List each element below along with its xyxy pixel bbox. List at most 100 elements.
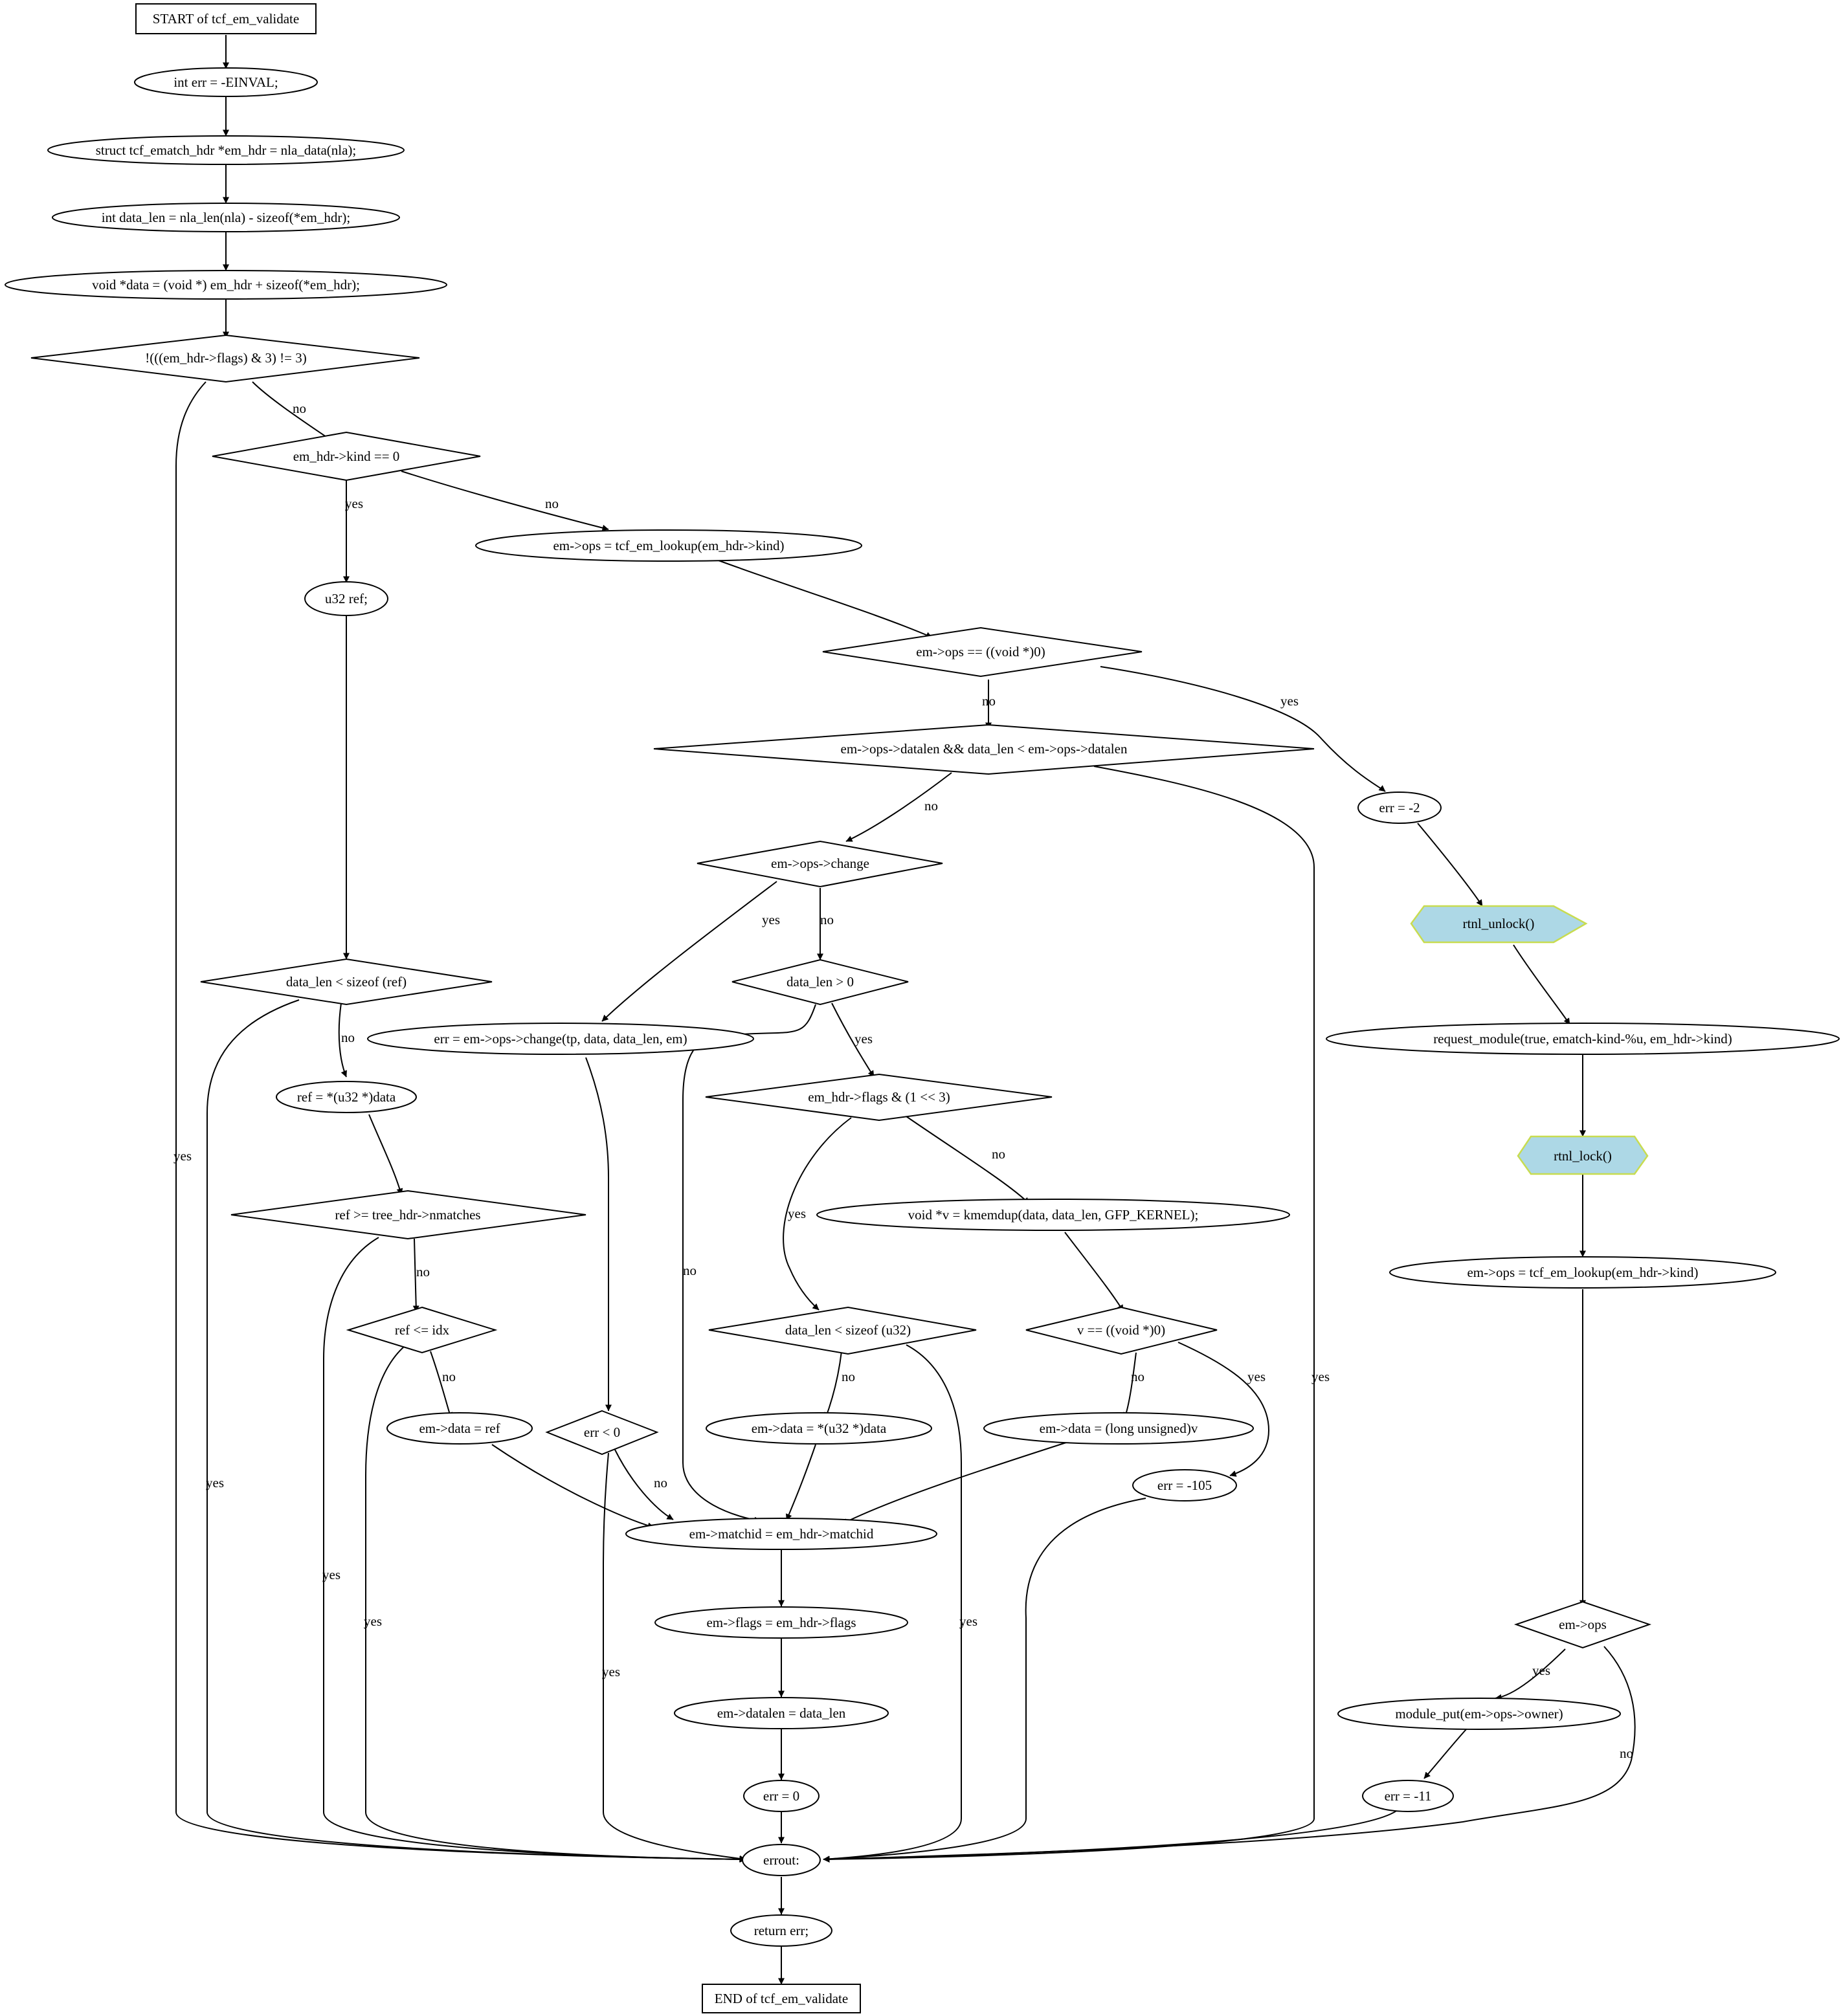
nodes: START of tcf_em_validate int err = -EINV…: [5, 3, 1840, 2013]
node-u32-ref-label: u32 ref;: [325, 591, 368, 606]
edge-flagbit-no: [906, 1116, 1030, 1204]
decision-err-negative-label: err < 0: [584, 1424, 620, 1440]
edge-flagbit-yes: [783, 1117, 852, 1311]
edge-lookup1-to-opsnull: [718, 560, 933, 638]
edge-emops-no: [823, 1646, 1636, 1863]
decision-flag-bit-label: em_hdr->flags & (1 << 3): [808, 1089, 950, 1105]
edge-label-refmatch-no: no: [416, 1264, 430, 1279]
node-data-len: int data_len = nla_len(nla) - sizeof(*em…: [52, 203, 400, 232]
edge-lenpos-yes: [831, 1002, 875, 1078]
node-err-11: err = -11: [1362, 1780, 1454, 1812]
node-kmemdup: void *v = kmemdup(data, data_len, GFP_KE…: [816, 1199, 1290, 1231]
edge-refsize-yes: [206, 999, 746, 1863]
decision-ref-size: data_len < sizeof (ref): [200, 958, 493, 1006]
node-em-datalen-label: em->datalen = data_len: [717, 1705, 846, 1721]
node-data-len-label: int data_len = nla_len(nla) - sizeof(*em…: [102, 210, 350, 225]
edge-label-errlt-no: no: [654, 1475, 667, 1490]
edge-label-vnull-no: no: [1131, 1369, 1144, 1384]
node-rtnl-lock-label: rtnl_lock(): [1554, 1148, 1612, 1164]
decision-ref-size-label: data_len < sizeof (ref): [286, 974, 407, 990]
decision-ops-null: em->ops == ((void *)0): [822, 626, 1143, 678]
edge-label-refsize-yes: yes: [206, 1475, 224, 1490]
edge-label-lenpos-no: no: [683, 1263, 697, 1278]
edge-errchange-to-errlt: [585, 1057, 612, 1412]
node-em-flags-label: em->flags = em_hdr->flags: [706, 1615, 856, 1630]
node-data-u32-label: em->data = *(u32 *)data: [752, 1421, 887, 1436]
node-err-11-label: err = -11: [1385, 1788, 1432, 1804]
node-lookup-2-label: em->ops = tcf_em_lookup(em_hdr->kind): [1467, 1265, 1698, 1280]
node-module-put-label: module_put(em->ops->owner): [1395, 1706, 1563, 1722]
edge-refidx-yes: [365, 1346, 746, 1863]
node-err-change: err = em->ops->change(tp, data, data_len…: [367, 1023, 754, 1055]
edge-label-emops-no: no: [1620, 1745, 1633, 1761]
node-rtnl-lock: rtnl_lock(): [1517, 1135, 1649, 1175]
node-data-ref: em->data = ref: [386, 1412, 533, 1445]
start-node-label: START of tcf_em_validate: [153, 11, 299, 27]
decision-ref-idx: ref <= idx: [346, 1306, 498, 1354]
edge-label-emops-yes: yes: [1532, 1663, 1550, 1678]
edge-label-refidx-no: no: [442, 1369, 456, 1384]
node-lookup-1-label: em->ops = tcf_em_lookup(em_hdr->kind): [553, 538, 784, 553]
decision-ops-change-label: em->ops->change: [771, 856, 869, 871]
edge-label-refsize-no: no: [341, 1030, 355, 1045]
edge-flags-yes: [175, 381, 746, 1863]
node-em-hdr: struct tcf_ematch_hdr *em_hdr = nla_data…: [47, 135, 405, 165]
decision-kind-zero: em_hdr->kind == 0: [212, 431, 481, 482]
edge-label-opsnull-yes: yes: [1280, 693, 1299, 709]
decision-ref-idx-label: ref <= idx: [395, 1322, 450, 1338]
node-matchid-label: em->matchid = em_hdr->matchid: [689, 1526, 874, 1542]
edge-datav-to-matchid: [841, 1441, 1069, 1525]
decision-ops-null-label: em->ops == ((void *)0): [916, 644, 1045, 659]
decision-ops-change: em->ops->change: [697, 840, 943, 888]
decision-len-positive-label: data_len > 0: [787, 974, 854, 990]
decision-flags-check-label: !(((em_hdr->flags) & 3) != 3): [145, 350, 307, 366]
decision-flags-check: !(((em_hdr->flags) & 3) != 3): [30, 334, 420, 383]
edge-refmatch-no: [412, 1238, 419, 1313]
decision-err-negative: err < 0: [545, 1410, 659, 1456]
node-em-flags: em->flags = em_hdr->flags: [654, 1606, 908, 1639]
node-rtnl-unlock: rtnl_unlock(): [1410, 905, 1588, 944]
edge-refsize-no: [338, 1002, 347, 1078]
edge-label-change-no: no: [820, 912, 834, 927]
decision-len-positive: data_len > 0: [731, 958, 909, 1006]
edge-dataref-to-matchid: [491, 1444, 654, 1529]
node-err-2-label: err = -2: [1379, 800, 1420, 815]
decision-em-ops: em->ops: [1513, 1601, 1652, 1649]
edge-kind-no: [401, 471, 609, 531]
edge-unlock-to-reqmod: [1513, 944, 1570, 1025]
edge-label-u32size-yes: yes: [959, 1613, 977, 1629]
edge-u32size-yes: [823, 1344, 962, 1863]
edge-label-flagbit-no: no: [992, 1146, 1005, 1162]
edge-label-flags-yes: yes: [173, 1148, 192, 1164]
decision-ref-nmatches-label: ref >= tree_hdr->nmatches: [335, 1207, 480, 1223]
edge-err2-to-unlock: [1417, 823, 1483, 907]
end-node-label: END of tcf_em_validate: [715, 1991, 848, 2006]
edge-u32size-no: [824, 1351, 842, 1419]
node-errout-label: errout:: [763, 1852, 799, 1868]
decision-v-null: v == ((void *)0): [1025, 1306, 1218, 1355]
edge-err11-to-errout: [823, 1809, 1399, 1863]
edge-vnull-yes: [1177, 1342, 1270, 1477]
edge-label-kind-no: no: [545, 496, 559, 511]
edge-lenpos-no: [682, 1004, 816, 1523]
edge-errlt-yes: [603, 1452, 746, 1862]
edge-label-kind-yes: yes: [345, 496, 363, 511]
edge-label-u32size-no: no: [842, 1369, 855, 1384]
edge-label-flags-no: no: [293, 401, 306, 416]
edge-datalen-no: [845, 772, 952, 842]
node-data-u32: em->data = *(u32 *)data: [706, 1412, 932, 1445]
decision-u32-size: data_len < sizeof (u32): [708, 1306, 977, 1355]
edge-label-refidx-yes: yes: [364, 1613, 382, 1629]
decision-kind-zero-label: em_hdr->kind == 0: [293, 449, 400, 464]
node-u32-ref: u32 ref;: [304, 581, 388, 616]
node-lookup-1: em->ops = tcf_em_lookup(em_hdr->kind): [475, 529, 862, 562]
decision-u32-size-label: data_len < sizeof (u32): [785, 1322, 911, 1338]
node-request-module: request_module(true, ematch-kind-%u, em_…: [1326, 1023, 1840, 1055]
edge-ref-to-refmatch: [368, 1114, 403, 1195]
start-node: START of tcf_em_validate: [135, 3, 317, 34]
node-ref-assign: ref = *(u32 *)data: [276, 1081, 417, 1113]
decision-datalen-check-label: em->ops->datalen && data_len < em->ops->…: [841, 741, 1128, 757]
node-err-0-label: err = 0: [763, 1788, 799, 1804]
decision-datalen-check: em->ops->datalen && data_len < em->ops->…: [653, 724, 1315, 775]
